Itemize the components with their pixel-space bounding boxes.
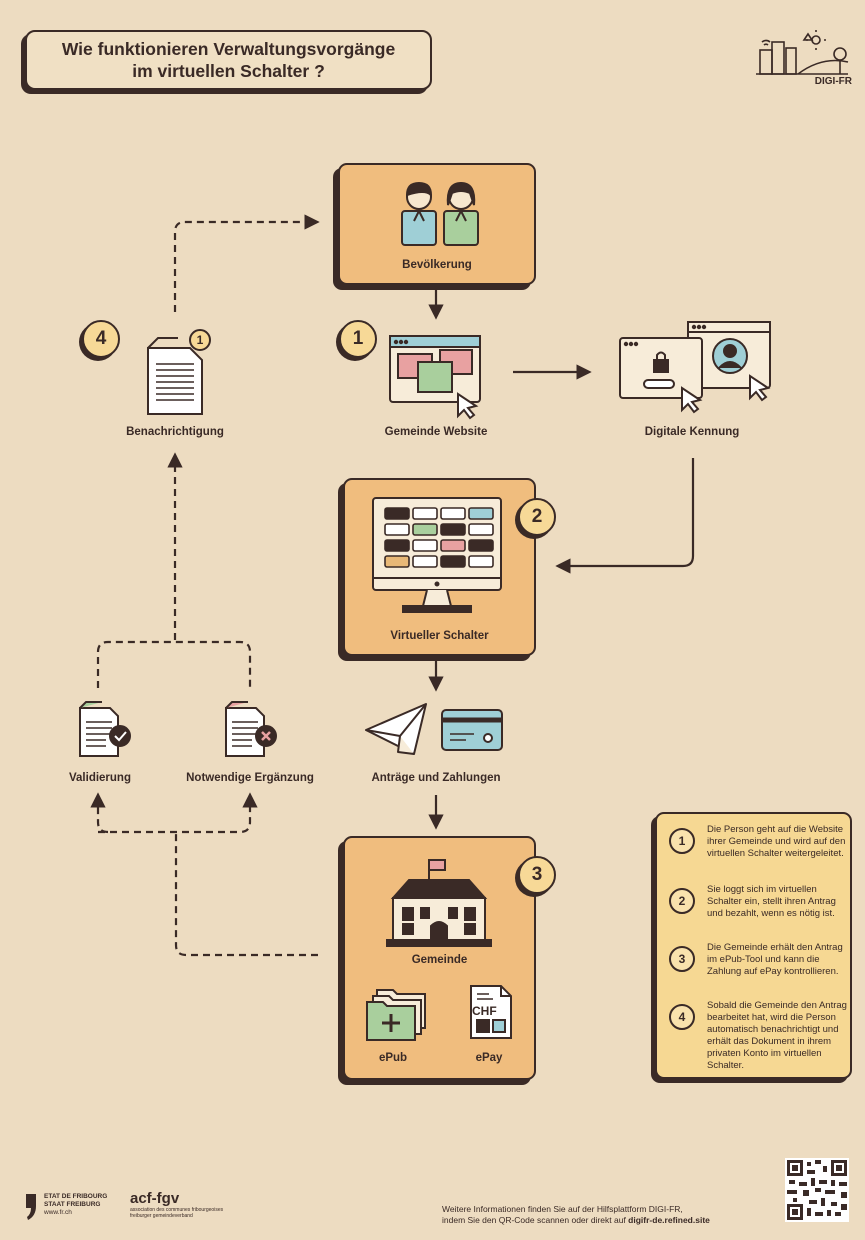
notification-document-icon [147,329,211,415]
digital-id-icon [619,321,771,414]
city-skyline-icon [756,30,849,75]
qr-code-icon[interactable] [785,1158,849,1222]
digi-fr-logo: DIGI-FR [752,28,852,90]
people-icon [401,181,479,246]
footer-info-line1: Weitere Informationen finden Sie auf der… [442,1204,683,1214]
page-title: Wie funktionieren Verwaltungsvorgänge im… [61,39,396,81]
step-1-badge: 1 [339,320,377,358]
legend-text: Sobald die Gemeinde den Antrag bearbeite… [707,1000,847,1071]
epay-invoice-icon [470,985,512,1039]
validation-document-icon [79,701,131,757]
chf-text: CHF [472,1004,497,1018]
dash-municipality-return [174,832,318,957]
completion-document-icon [225,701,277,757]
legend-number: 4 [669,1004,695,1030]
page-title-box: Wie funktionieren Verwaltungsvorgänge im… [25,30,432,90]
website-label: Gemeinde Website [384,426,488,438]
etat-web: www.fr.ch [44,1209,72,1216]
notification-badge: 1 [196,333,204,347]
logo-text: DIGI-FR [814,76,852,87]
virtual-counter-card: Virtueller Schalter [343,478,536,656]
notification-label: Benachrichtigung [126,426,224,438]
footer-info-line2: indem Sie den QR-Code scannen oder direk… [442,1215,629,1225]
step-2-badge: 2 [518,498,556,536]
dash-split-validation [90,792,109,834]
epay-label: ePay [475,1052,503,1064]
etat-fribourg-logo: ETAT DE FRIBOURG STAAT FREIBURG www.fr.c… [24,1192,134,1222]
monitor-icon [372,497,502,613]
legend-number: 1 [669,828,695,854]
step-4-badge: 4 [82,320,120,358]
completion-label: Notwendige Ergänzung [186,772,314,784]
requests-label: Anträge und Zahlungen [371,772,501,784]
virtual-counter-label: Virtueller Schalter [390,630,489,642]
dash-validation-merge [96,640,252,688]
digital-id-label: Digitale Kennung [644,426,740,438]
step-3-badge: 3 [518,856,556,894]
etat-line1: ETAT DE FRIBOURG [44,1193,108,1200]
fribourg-comma-icon [26,1194,36,1220]
acf-title: acf-fgv [130,1190,180,1207]
legend-number: 2 [669,888,695,914]
legend-text: Die Gemeinde erhält den Antrag im ePub-T… [707,942,843,977]
population-label: Bevölkerung [402,259,472,271]
population-card: Bevölkerung [338,163,536,285]
legend-number: 3 [669,946,695,972]
acf-sub2: freiburger gemeindeverband [130,1213,193,1219]
epub-folder-icon [366,989,426,1041]
acf-fgv-logo: acf-fgv association des communes fribour… [130,1190,250,1222]
legend-box: 1 Die Person geht auf die Website ihrer … [655,812,852,1079]
website-window-icon [389,335,481,420]
dash-split-completion [98,792,258,834]
municipality-card: Gemeinde ePub CHF ePay [343,836,536,1080]
legend-text: Sie loggt sich im virtuellen Schalter ei… [707,884,836,919]
town-hall-icon [386,859,492,947]
arrow-id-counter [555,458,695,574]
acf-sub1: association des communes fribourgeoises [130,1207,224,1213]
municipality-label: Gemeinde [411,954,468,966]
footer-info: Weitere Informationen finden Sie auf der… [442,1204,772,1226]
dash-notification-population [173,214,320,312]
etat-line2: STAAT FREIBURG [44,1201,101,1208]
validation-label: Validierung [69,772,131,784]
footer-link[interactable]: digifr-de.refined.site [628,1215,710,1225]
legend-text: Die Person geht auf die Website ihrer Ge… [707,824,846,859]
epub-label: ePub [378,1052,408,1064]
credit-card-icon [441,709,503,751]
paper-plane-icon [365,703,427,755]
